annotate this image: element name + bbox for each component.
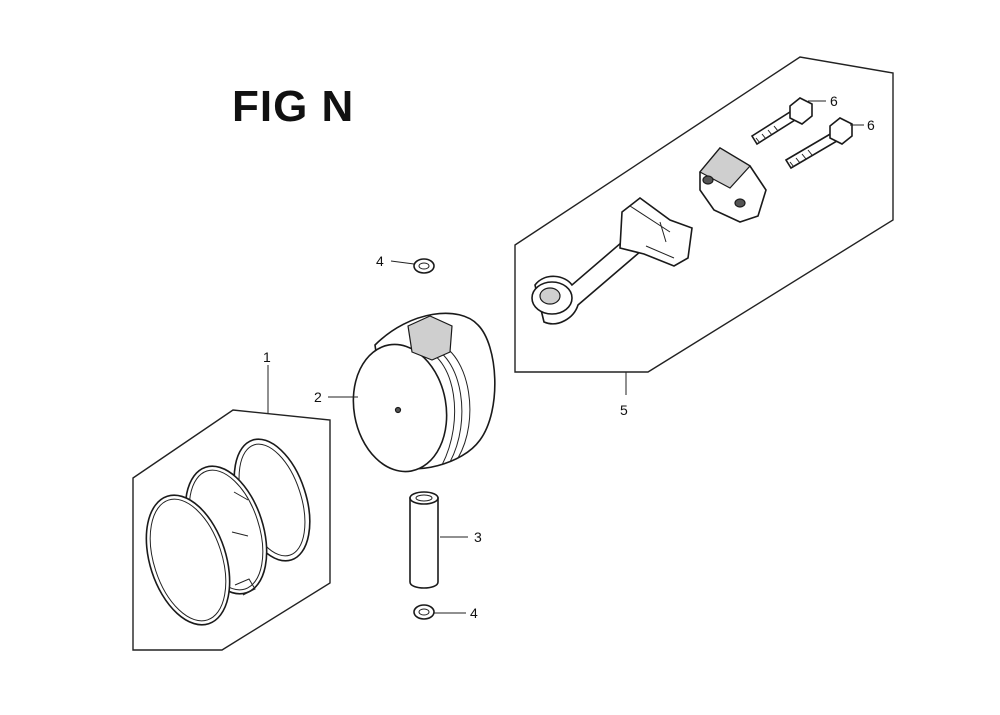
rod-small-end-bore <box>539 287 561 305</box>
leader-4-top <box>390 260 415 265</box>
piston[interactable] <box>344 312 496 479</box>
piston-pin-bore <box>415 494 433 502</box>
callout-6-bottom: 6 <box>867 117 875 133</box>
rod-big-end-detail <box>629 205 675 259</box>
oil-ring-expander <box>231 491 249 537</box>
rod-assembly-bracket-box <box>514 56 894 373</box>
connecting-rod-bolt-upper[interactable] <box>750 97 813 146</box>
callout-1: 1 <box>263 349 271 365</box>
callout-4-top: 4 <box>376 253 384 269</box>
connecting-rod-bolt-lower[interactable] <box>784 117 853 170</box>
piston-pin-boss <box>407 315 453 361</box>
callout-2: 2 <box>314 389 322 405</box>
piston-pin-clip-bottom[interactable] <box>413 604 435 620</box>
piston-mark <box>394 406 402 414</box>
piston-pin-body <box>409 497 439 589</box>
piston-pin-clip-top[interactable] <box>413 258 435 274</box>
figure-title: FIG N <box>232 82 355 131</box>
ring-end-gap <box>234 578 256 596</box>
callout-3: 3 <box>474 529 482 545</box>
oil-ring <box>145 494 231 626</box>
connecting-rod-cap <box>699 146 767 223</box>
connecting-rod-assembly[interactable] <box>514 56 894 373</box>
piston-ring-set[interactable] <box>131 409 331 651</box>
callout-4-bottom: 4 <box>470 605 478 621</box>
ring-set-bracket-box <box>132 409 331 651</box>
callout-5: 5 <box>620 402 628 418</box>
connecting-rod <box>531 196 693 325</box>
piston-pin-end <box>409 491 439 505</box>
piston-pin[interactable] <box>409 491 439 589</box>
callout-6-top: 6 <box>830 93 838 109</box>
callouts: 1 2 3 4 4 5 6 6 <box>263 93 875 621</box>
rod-big-end <box>619 196 693 267</box>
leader-lines <box>267 100 864 614</box>
